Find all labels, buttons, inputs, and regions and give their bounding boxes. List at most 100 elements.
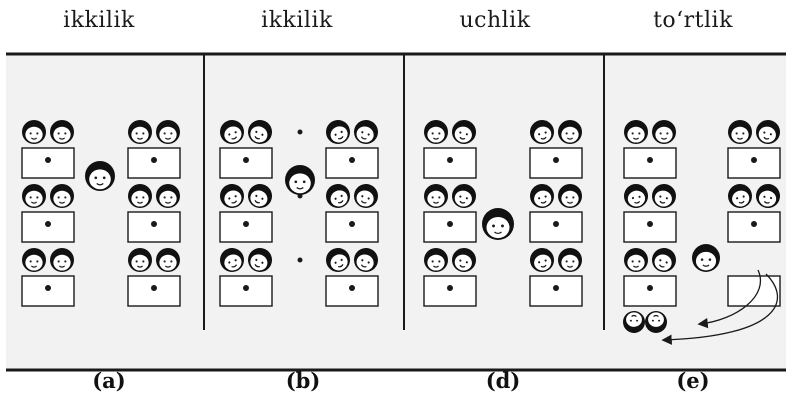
left-eye bbox=[763, 195, 766, 198]
mouth bbox=[337, 264, 344, 268]
mouth bbox=[763, 201, 770, 204]
face bbox=[356, 254, 374, 271]
right-eye bbox=[438, 260, 441, 263]
b-left-row2-pupil-right bbox=[248, 184, 272, 208]
left-eye bbox=[538, 197, 541, 200]
face bbox=[250, 126, 268, 143]
mouth bbox=[540, 200, 547, 204]
e-left-row3-pupil-right bbox=[652, 248, 676, 272]
a-right-row1-pupil-right bbox=[156, 120, 180, 144]
left-eye bbox=[459, 131, 462, 134]
d-left-row1-desk-dot bbox=[447, 157, 453, 163]
b-left-row1-pupil-right bbox=[248, 120, 272, 144]
face bbox=[627, 190, 646, 207]
face bbox=[131, 126, 149, 143]
left-eye bbox=[228, 133, 231, 136]
d-right-row1-pupil-left bbox=[530, 120, 554, 144]
face bbox=[654, 190, 672, 207]
d-right-row2-desk-dot bbox=[553, 221, 559, 227]
mouth bbox=[702, 264, 710, 267]
face bbox=[289, 173, 311, 194]
left-eye bbox=[135, 196, 138, 199]
mouth bbox=[164, 265, 172, 268]
left-eye bbox=[361, 195, 364, 198]
e-right-row1-pupil-right bbox=[756, 120, 780, 144]
face bbox=[695, 251, 717, 271]
face bbox=[655, 126, 673, 143]
mouth bbox=[231, 200, 238, 204]
face bbox=[534, 126, 552, 143]
right-eye bbox=[36, 196, 39, 199]
mouth bbox=[459, 136, 466, 140]
face bbox=[131, 190, 149, 207]
face bbox=[159, 254, 177, 271]
right-eye bbox=[665, 197, 668, 200]
face bbox=[654, 254, 672, 271]
left-eye bbox=[334, 133, 337, 136]
face bbox=[732, 190, 750, 207]
mouth bbox=[566, 201, 574, 204]
mouth bbox=[566, 137, 574, 140]
right-eye bbox=[170, 260, 173, 263]
face bbox=[454, 126, 472, 143]
mouth bbox=[360, 264, 367, 268]
panel-b-title: ikkilik bbox=[261, 8, 333, 33]
mouth bbox=[231, 264, 238, 268]
panel-a-title: ikkilik bbox=[63, 8, 135, 33]
right-eye bbox=[438, 196, 441, 199]
right-eye bbox=[666, 132, 669, 135]
face bbox=[626, 312, 642, 327]
right-eye bbox=[261, 261, 264, 264]
a-right-row3-desk-dot bbox=[151, 285, 157, 291]
face bbox=[356, 126, 374, 143]
mouth bbox=[30, 201, 38, 204]
b-left-row1-desk-dot bbox=[243, 157, 249, 163]
d-right-row1-desk-dot bbox=[553, 157, 559, 163]
right-eye bbox=[340, 130, 343, 133]
mouth bbox=[540, 136, 547, 140]
face bbox=[356, 190, 374, 207]
face bbox=[427, 190, 445, 207]
b-aisle-dot-3 bbox=[297, 257, 303, 263]
e-right-row2-desk-dot bbox=[751, 221, 757, 227]
right-eye bbox=[234, 131, 237, 134]
right-eye bbox=[36, 132, 39, 135]
mouth bbox=[658, 264, 665, 268]
b-right-row2-desk-dot bbox=[349, 221, 355, 227]
face bbox=[648, 312, 664, 327]
a-right-row2-desk bbox=[127, 211, 181, 243]
right-eye bbox=[544, 131, 547, 134]
mouth bbox=[736, 137, 744, 140]
mouth bbox=[459, 264, 466, 268]
mouth bbox=[254, 136, 261, 140]
face bbox=[250, 254, 268, 271]
face bbox=[25, 126, 43, 143]
panel-d-title: uchlik bbox=[459, 8, 531, 33]
right-eye bbox=[64, 132, 67, 135]
right-eye bbox=[340, 194, 343, 197]
face bbox=[159, 126, 177, 143]
left-eye bbox=[294, 180, 298, 184]
mouth bbox=[566, 265, 574, 268]
mouth bbox=[136, 201, 144, 204]
e-left-row3-desk-dot bbox=[647, 285, 653, 291]
d-right-row2-pupil-right bbox=[558, 184, 582, 208]
left-eye bbox=[565, 132, 568, 135]
right-eye bbox=[302, 180, 306, 184]
d-left-row2-desk-dot bbox=[447, 221, 453, 227]
b-left-row3-pupil-right bbox=[248, 248, 272, 272]
left-eye bbox=[659, 132, 662, 135]
right-eye bbox=[544, 259, 547, 262]
b-left-row3-pupil-left bbox=[220, 248, 244, 272]
mouth bbox=[254, 264, 261, 268]
left-eye bbox=[431, 196, 434, 199]
right-eye bbox=[142, 132, 145, 135]
mouth bbox=[738, 200, 745, 204]
b-right-row1-pupil-left bbox=[326, 120, 350, 144]
right-eye bbox=[465, 133, 468, 136]
right-eye bbox=[638, 260, 641, 263]
right-eye bbox=[638, 132, 641, 135]
left-eye bbox=[228, 261, 231, 264]
mouth bbox=[30, 265, 38, 268]
